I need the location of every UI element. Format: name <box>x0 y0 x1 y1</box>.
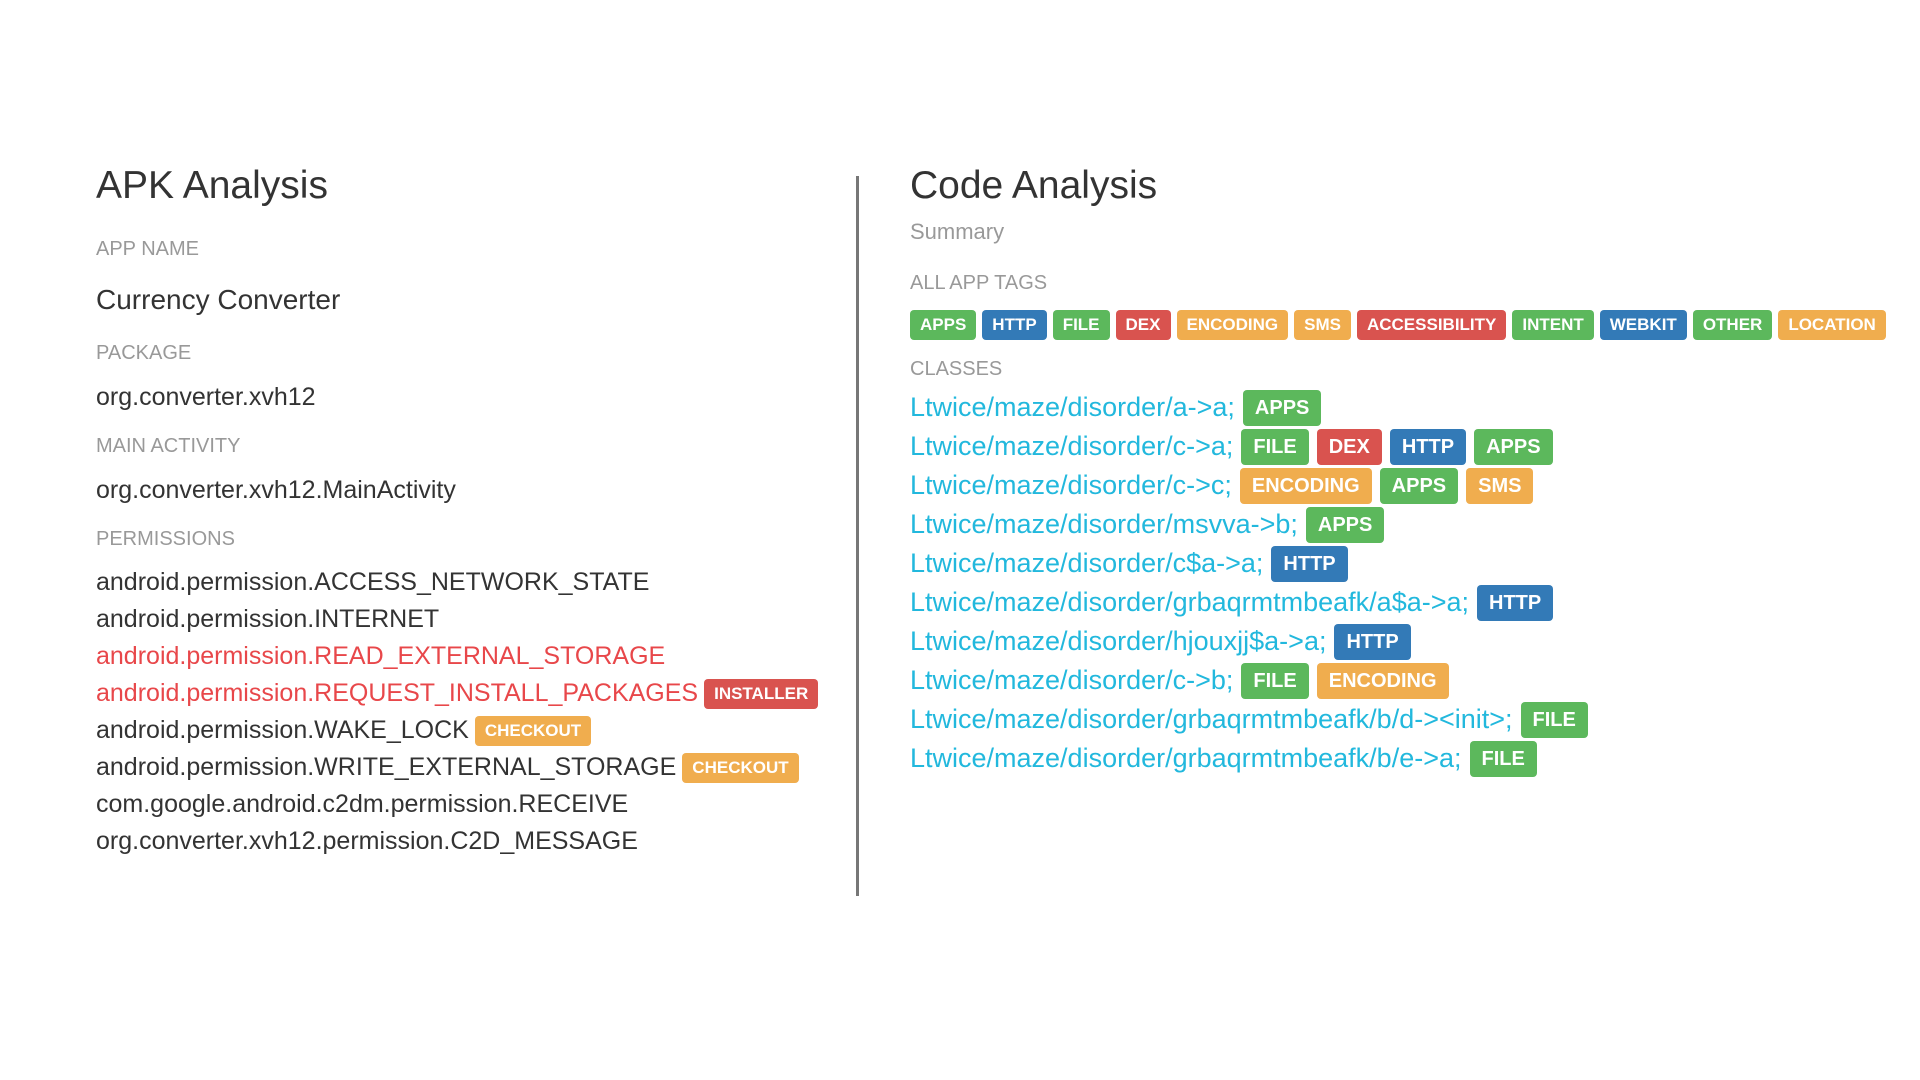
app-tag-other: OTHER <box>1692 310 1773 340</box>
class-link[interactable]: Ltwice/maze/disorder/a->a; <box>910 392 1235 422</box>
permission-name: android.permission.REQUEST_INSTALL_PACKA… <box>96 679 699 707</box>
class-link[interactable]: Ltwice/maze/disorder/hjouxjj$a->a; <box>910 626 1327 656</box>
permission-item: android.permission.INTERNET <box>96 601 856 638</box>
all-app-tags-label: ALL APP TAGS <box>910 272 1048 294</box>
tag-badge: FILE <box>1469 740 1537 777</box>
tag-badge: DEX <box>1316 428 1382 465</box>
class-item: Ltwice/maze/disorder/grbaqrmtmbeafk/a$a-… <box>910 583 1910 622</box>
class-item: Ltwice/maze/disorder/grbaqrmtmbeafk/b/d-… <box>910 700 1910 739</box>
tag-badge: FILE <box>1241 662 1309 699</box>
permission-name: android.permission.INTERNET <box>96 605 440 633</box>
tag-badge: CHECKOUT <box>682 752 799 783</box>
class-link[interactable]: Ltwice/maze/disorder/c->b; <box>910 665 1234 695</box>
app-tag-http: HTTP <box>982 310 1047 340</box>
app-tag-intent: INTENT <box>1512 310 1594 340</box>
app-tag-dex: DEX <box>1115 310 1171 340</box>
class-link[interactable]: Ltwice/maze/disorder/c->a; <box>910 431 1234 461</box>
tag-badge: HTTP <box>1334 623 1411 660</box>
permission-item: android.permission.WRITE_EXTERNAL_STORAG… <box>96 749 856 786</box>
column-divider <box>856 176 859 896</box>
tag-badge: FILE <box>1520 701 1588 738</box>
app-name-value: Currency Converter <box>96 284 341 315</box>
permission-name: android.permission.WRITE_EXTERNAL_STORAG… <box>96 753 677 781</box>
app-tag-sms: SMS <box>1294 310 1351 340</box>
code-analysis-title: Code Analysis <box>910 164 1158 207</box>
classes-label: CLASSES <box>910 358 1003 380</box>
permission-name: android.permission.READ_EXTERNAL_STORAGE <box>96 642 666 670</box>
permission-item: android.permission.ACCESS_NETWORK_STATE <box>96 564 856 601</box>
tag-badge: ENCODING <box>1316 662 1449 699</box>
permission-name: org.converter.xvh12.permission.C2D_MESSA… <box>96 827 638 855</box>
main-activity-label: MAIN ACTIVITY <box>96 435 241 457</box>
apk-analysis-title: APK Analysis <box>96 164 328 207</box>
app-tag-encoding: ENCODING <box>1176 310 1289 340</box>
tag-badge: INSTALLER <box>704 678 819 709</box>
main-activity-value: org.converter.xvh12.MainActivity <box>96 476 456 504</box>
class-item: Ltwice/maze/disorder/grbaqrmtmbeafk/b/e-… <box>910 739 1910 778</box>
tag-badge: APPS <box>1474 428 1553 465</box>
class-link[interactable]: Ltwice/maze/disorder/c$a->a; <box>910 548 1264 578</box>
apk-analysis-panel: APK Analysis APP NAME Currency Converter… <box>96 160 856 860</box>
permissions-label: PERMISSIONS <box>96 528 235 550</box>
tag-badge: APPS <box>1242 389 1322 426</box>
tag-badge: APPS <box>1379 467 1459 504</box>
tag-badge: FILE <box>1241 428 1309 465</box>
app-tag-apps: APPS <box>910 310 977 340</box>
app-tag-accessibility: ACCESSIBILITY <box>1356 310 1507 340</box>
permission-name: com.google.android.c2dm.permission.RECEI… <box>96 790 629 818</box>
tag-badge: HTTP <box>1271 545 1348 582</box>
tag-badge: CHECKOUT <box>474 715 592 746</box>
class-item: Ltwice/maze/disorder/c$a->a;HTTP <box>910 544 1910 583</box>
permission-item: android.permission.REQUEST_INSTALL_PACKA… <box>96 675 856 712</box>
permission-name: android.permission.WAKE_LOCK <box>96 716 469 744</box>
app-tag-file: FILE <box>1052 310 1110 340</box>
class-link[interactable]: Ltwice/maze/disorder/grbaqrmtmbeafk/b/d-… <box>910 704 1513 734</box>
package-label: PACKAGE <box>96 342 192 364</box>
tag-badge: ENCODING <box>1239 467 1372 504</box>
tag-badge: APPS <box>1305 506 1385 543</box>
permission-item: android.permission.READ_EXTERNAL_STORAGE <box>96 638 856 675</box>
class-item: Ltwice/maze/disorder/hjouxjj$a->a;HTTP <box>910 622 1910 661</box>
permission-item: org.converter.xvh12.permission.C2D_MESSA… <box>96 823 856 860</box>
class-link[interactable]: Ltwice/maze/disorder/msvva->b; <box>910 509 1298 539</box>
permission-name: android.permission.ACCESS_NETWORK_STATE <box>96 568 650 596</box>
class-link[interactable]: Ltwice/maze/disorder/c->c; <box>910 470 1232 500</box>
app-tag-location: LOCATION <box>1778 310 1886 340</box>
class-link[interactable]: Ltwice/maze/disorder/grbaqrmtmbeafk/b/e-… <box>910 743 1462 773</box>
package-value: org.converter.xvh12 <box>96 383 316 411</box>
class-item: Ltwice/maze/disorder/msvva->b;APPS <box>910 505 1910 544</box>
class-link[interactable]: Ltwice/maze/disorder/grbaqrmtmbeafk/a$a-… <box>910 587 1470 617</box>
tag-badge: SMS <box>1466 467 1534 504</box>
code-analysis-subtitle: Summary <box>910 219 1005 244</box>
app-name-label: APP NAME <box>96 238 199 260</box>
tag-badge: HTTP <box>1389 428 1467 465</box>
class-item: Ltwice/maze/disorder/a->a;APPS <box>910 388 1910 427</box>
tag-badge: HTTP <box>1477 584 1554 621</box>
app-tag-webkit: WEBKIT <box>1599 310 1687 340</box>
permission-item: com.google.android.c2dm.permission.RECEI… <box>96 786 856 823</box>
